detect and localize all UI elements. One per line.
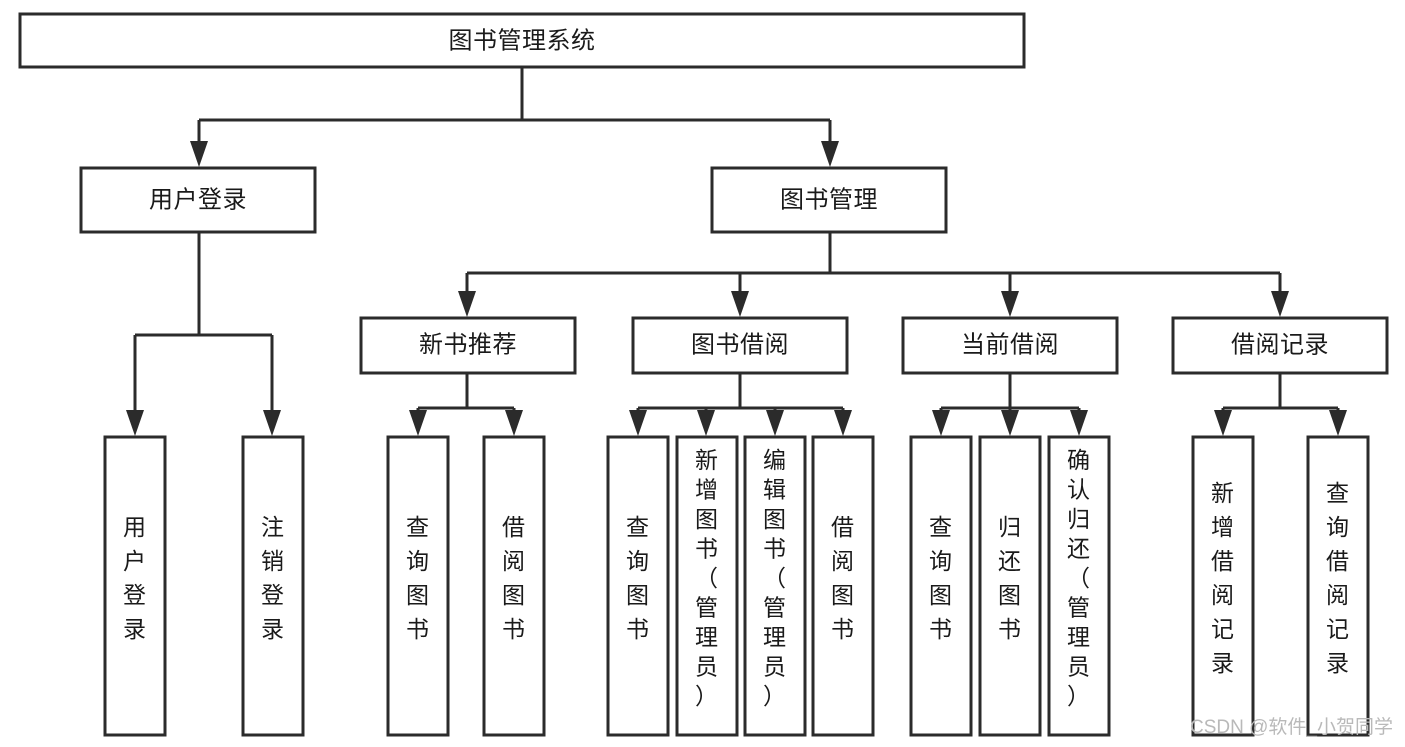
node-leaf-user-logout[interactable]: 注销登录 <box>241 435 305 737</box>
node-leaf-edit-book-box[interactable] <box>743 435 807 737</box>
arrow-head-leaf-add-record <box>1214 410 1232 436</box>
node-leaf-add-book-box[interactable] <box>675 435 739 737</box>
node-leaf-query-record-box[interactable] <box>1306 435 1370 737</box>
node-leaf-edit-book[interactable]: 编辑图书（管理员） <box>743 435 807 737</box>
arrow-head-leaf-add-book <box>697 410 715 436</box>
node-new-book-recommend[interactable]: 新书推荐 <box>359 316 577 375</box>
node-leaf-borrow-book-2-box[interactable] <box>811 435 875 737</box>
node-user-login-box[interactable] <box>79 166 317 234</box>
node-book-management-box[interactable] <box>710 166 948 234</box>
node-current-borrow[interactable]: 当前借阅 <box>901 316 1119 375</box>
node-leaf-borrow-book-2[interactable]: 借阅图书 <box>811 435 875 737</box>
node-leaf-user-login[interactable]: 用户登录 <box>103 435 167 737</box>
arrow-head-leaf-query-book-1 <box>409 410 427 436</box>
node-current-borrow-label: 当前借阅 <box>961 331 1059 358</box>
arrow-head-book-management <box>821 141 839 167</box>
node-leaf-query-book-3-box[interactable] <box>909 435 973 737</box>
node-leaf-borrow-book-2-label: 借阅图书 <box>831 514 855 642</box>
node-leaf-user-logout-box[interactable] <box>241 435 305 737</box>
node-leaf-borrow-book-1[interactable]: 借阅图书 <box>482 435 546 737</box>
node-book-management-label: 图书管理 <box>780 186 878 213</box>
node-book-borrow[interactable]: 图书借阅 <box>631 316 849 375</box>
node-leaf-query-record-label: 查询借阅记录 <box>1326 480 1350 676</box>
arrow-head-leaf-user-login <box>126 410 144 436</box>
node-leaf-add-book-label: 新增图书（管理员） <box>695 447 719 709</box>
arrow-head-user-login <box>190 141 208 167</box>
node-leaf-query-book-1[interactable]: 查询图书 <box>386 435 450 737</box>
node-borrow-record-box[interactable] <box>1171 316 1389 375</box>
node-leaf-return-book-label: 归还图书 <box>998 514 1022 642</box>
node-leaf-user-login-box[interactable] <box>103 435 167 737</box>
node-borrow-record[interactable]: 借阅记录 <box>1171 316 1389 375</box>
arrow-head-leaf-confirm-return <box>1070 410 1088 436</box>
watermark-label: CSDN @软件_小贺同学 <box>1190 716 1393 738</box>
arrow-head-leaf-user-logout <box>263 410 281 436</box>
node-new-book-recommend-box[interactable] <box>359 316 577 375</box>
arrow-head-current-borrow <box>1001 291 1019 317</box>
node-book-borrow-box[interactable] <box>631 316 849 375</box>
node-leaf-return-book[interactable]: 归还图书 <box>978 435 1042 737</box>
arrow-head-leaf-query-book-3 <box>932 410 950 436</box>
node-leaf-query-record[interactable]: 查询借阅记录 <box>1306 435 1370 737</box>
node-book-management[interactable]: 图书管理 <box>710 166 948 234</box>
node-leaf-borrow-book-1-label: 借阅图书 <box>502 514 526 642</box>
node-leaf-query-book-1-box[interactable] <box>386 435 450 737</box>
node-leaf-user-login-label: 用户登录 <box>123 514 147 642</box>
node-leaf-edit-book-label: 编辑图书（管理员） <box>763 447 787 709</box>
node-leaf-add-record-box[interactable] <box>1191 435 1255 737</box>
node-leaf-query-book-2-label: 查询图书 <box>626 514 650 642</box>
node-current-borrow-box[interactable] <box>901 316 1119 375</box>
arrow-head-book-borrow <box>731 291 749 317</box>
arrow-head-leaf-return-book <box>1001 410 1019 436</box>
node-leaf-query-book-2[interactable]: 查询图书 <box>606 435 670 737</box>
node-leaf-add-book[interactable]: 新增图书（管理员） <box>675 435 739 737</box>
arrow-head-leaf-query-record <box>1329 410 1347 436</box>
arrow-head-new-book-recommend <box>458 291 476 317</box>
node-leaf-query-book-2-box[interactable] <box>606 435 670 737</box>
node-leaf-return-book-box[interactable] <box>978 435 1042 737</box>
node-leaf-query-book-1-label: 查询图书 <box>406 514 430 642</box>
node-leaf-query-book-3[interactable]: 查询图书 <box>909 435 973 737</box>
node-root-label: 图书管理系统 <box>449 27 596 54</box>
node-leaf-query-book-3-label: 查询图书 <box>929 514 953 642</box>
node-user-login-label: 用户登录 <box>149 186 247 213</box>
node-leaf-user-logout-label: 注销登录 <box>261 514 285 642</box>
node-leaf-confirm-return-label: 确认归还（管理员） <box>1067 447 1091 709</box>
arrow-head-leaf-borrow-book-1 <box>505 410 523 436</box>
arrow-head-borrow-record <box>1271 291 1289 317</box>
node-root-box[interactable] <box>18 12 1026 69</box>
node-leaf-add-record[interactable]: 新增借阅记录 <box>1191 435 1255 737</box>
node-user-login[interactable]: 用户登录 <box>79 166 317 234</box>
node-borrow-record-label: 借阅记录 <box>1231 331 1329 358</box>
arrow-head-leaf-query-book-2 <box>629 410 647 436</box>
node-leaf-confirm-return-box[interactable] <box>1047 435 1111 737</box>
node-book-borrow-label: 图书借阅 <box>691 331 789 358</box>
node-root[interactable]: 图书管理系统 <box>18 12 1026 69</box>
node-leaf-confirm-return[interactable]: 确认归还（管理员） <box>1047 435 1111 737</box>
arrow-head-leaf-borrow-book-2 <box>834 410 852 436</box>
node-new-book-recommend-label: 新书推荐 <box>419 331 517 358</box>
arrow-head-leaf-edit-book <box>766 410 784 436</box>
node-leaf-borrow-book-1-box[interactable] <box>482 435 546 737</box>
connector-layer <box>126 67 1347 436</box>
node-leaf-add-record-label: 新增借阅记录 <box>1211 480 1235 676</box>
